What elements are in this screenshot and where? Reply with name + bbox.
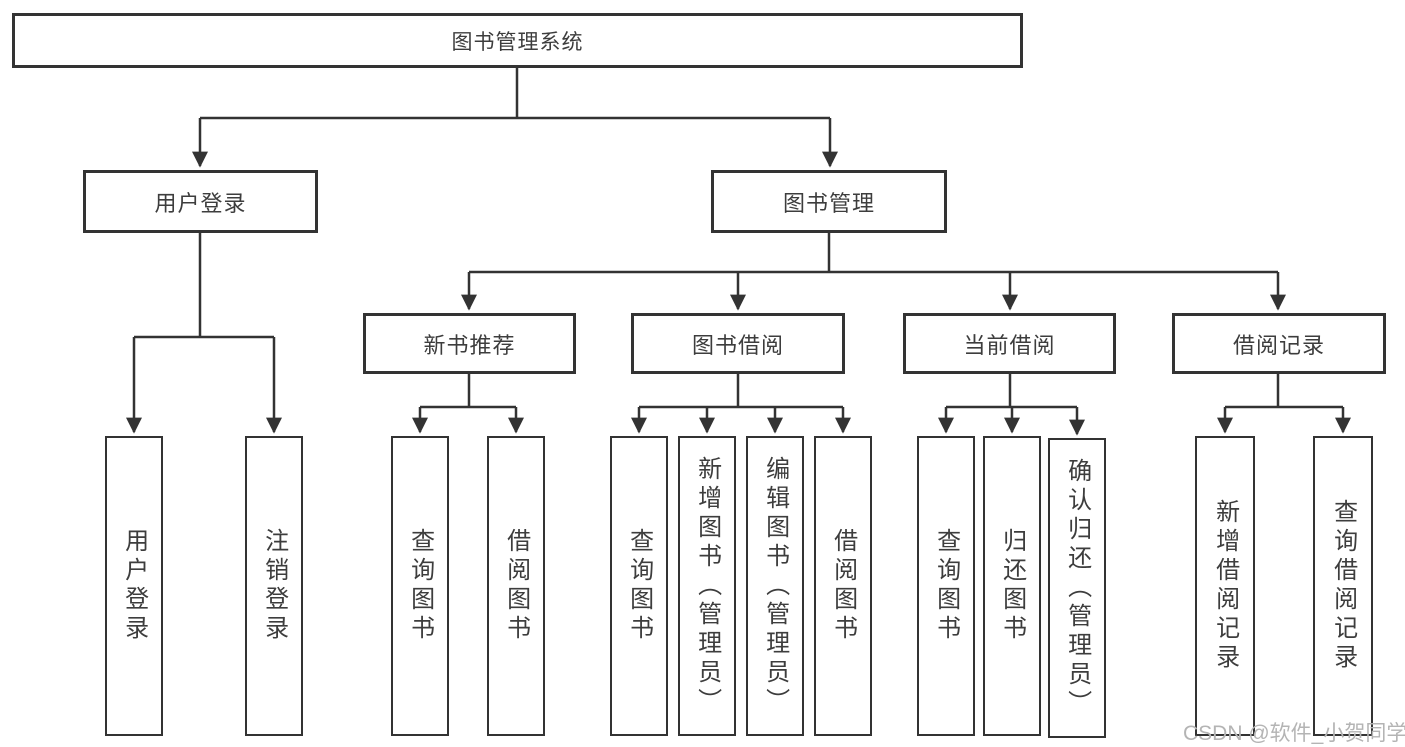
node-label: 借阅图书 — [829, 528, 857, 644]
node-label: 图书借阅 — [691, 332, 784, 358]
node-label: 借阅记录 — [1232, 332, 1325, 358]
node-library-management-system: 图书管理系统 — [12, 13, 1023, 68]
node-label: 归还图书 — [998, 528, 1026, 644]
node-label: 新增图书（管理员） — [693, 455, 721, 717]
leaf-user-login: 用户登录 — [105, 436, 163, 736]
leaf-add-book-admin: 新增图书（管理员） — [678, 436, 736, 736]
node-current-borrow: 当前借阅 — [903, 313, 1116, 374]
node-label: 确认归还（管理员） — [1063, 457, 1091, 719]
leaf-edit-book-admin: 编辑图书（管理员） — [746, 436, 804, 736]
leaf-query-books-3: 查询图书 — [917, 436, 975, 736]
node-borrow-records: 借阅记录 — [1172, 313, 1386, 374]
node-book-borrow: 图书借阅 — [631, 313, 845, 374]
leaf-logout: 注销登录 — [245, 436, 303, 736]
node-label: 新书推荐 — [423, 332, 516, 358]
node-label: 借阅图书 — [502, 528, 530, 644]
node-label: 图书管理 — [782, 190, 875, 216]
node-label: 查询图书 — [406, 528, 434, 644]
node-label: 图书管理系统 — [451, 30, 584, 54]
node-label: 查询图书 — [625, 528, 653, 644]
node-label: 用户登录 — [154, 190, 247, 216]
leaf-borrow-books-1: 借阅图书 — [487, 436, 545, 736]
node-label: 当前借阅 — [963, 332, 1056, 358]
leaf-query-borrow-record: 查询借阅记录 — [1313, 436, 1373, 736]
node-label: 注销登录 — [260, 528, 288, 644]
node-label: 编辑图书（管理员） — [761, 455, 789, 717]
leaf-return-books: 归还图书 — [983, 436, 1041, 736]
node-label: 查询图书 — [932, 528, 960, 644]
leaf-add-borrow-record: 新增借阅记录 — [1195, 436, 1255, 736]
node-book-management: 图书管理 — [711, 170, 947, 233]
node-user-login: 用户登录 — [83, 170, 318, 233]
leaf-confirm-return-admin: 确认归还（管理员） — [1048, 438, 1106, 738]
node-label: 用户登录 — [120, 528, 148, 644]
leaf-borrow-books-2: 借阅图书 — [814, 436, 872, 736]
node-new-book-recommend: 新书推荐 — [363, 313, 576, 374]
leaf-query-books-2: 查询图书 — [610, 436, 668, 736]
node-label: 查询借阅记录 — [1329, 499, 1357, 673]
leaf-query-books-1: 查询图书 — [391, 436, 449, 736]
csdn-watermark: CSDN @软件_小贺同学 — [1183, 722, 1405, 745]
node-label: 新增借阅记录 — [1211, 499, 1239, 673]
